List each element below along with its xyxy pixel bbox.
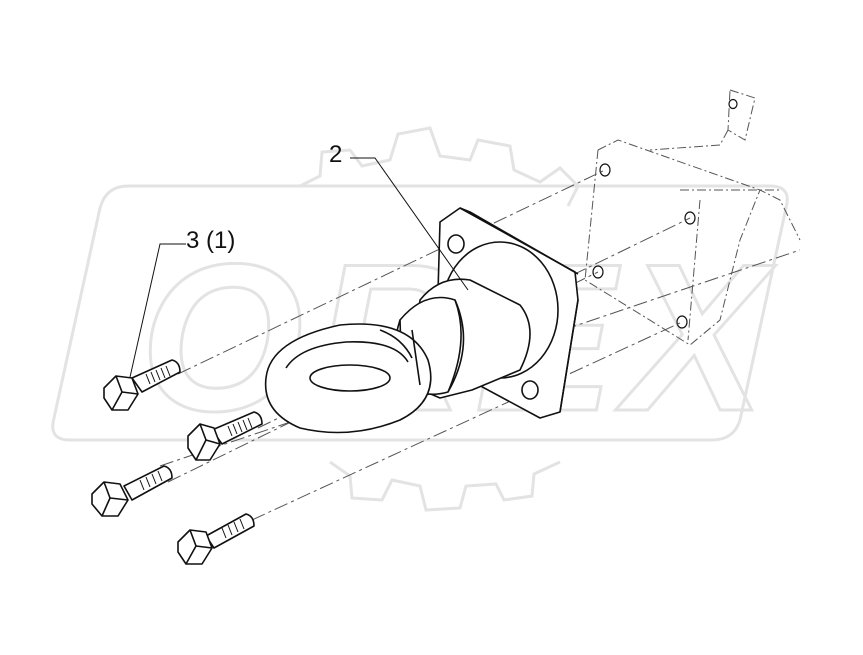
watermark-gear-icon: [51, 126, 789, 512]
vehicle-frame: [584, 89, 801, 346]
bolt-icon: [187, 411, 263, 461]
tow-eye-flange-icon: [264, 207, 579, 434]
callout-part-3: 3 (1): [186, 227, 236, 254]
bolt-icon: [91, 465, 173, 517]
bolt-icon: [103, 359, 181, 411]
bolt-icon: [177, 513, 255, 565]
leader-lines: [127, 157, 469, 387]
frame-holes: [592, 98, 738, 329]
callout-part-2: 2: [329, 141, 343, 168]
